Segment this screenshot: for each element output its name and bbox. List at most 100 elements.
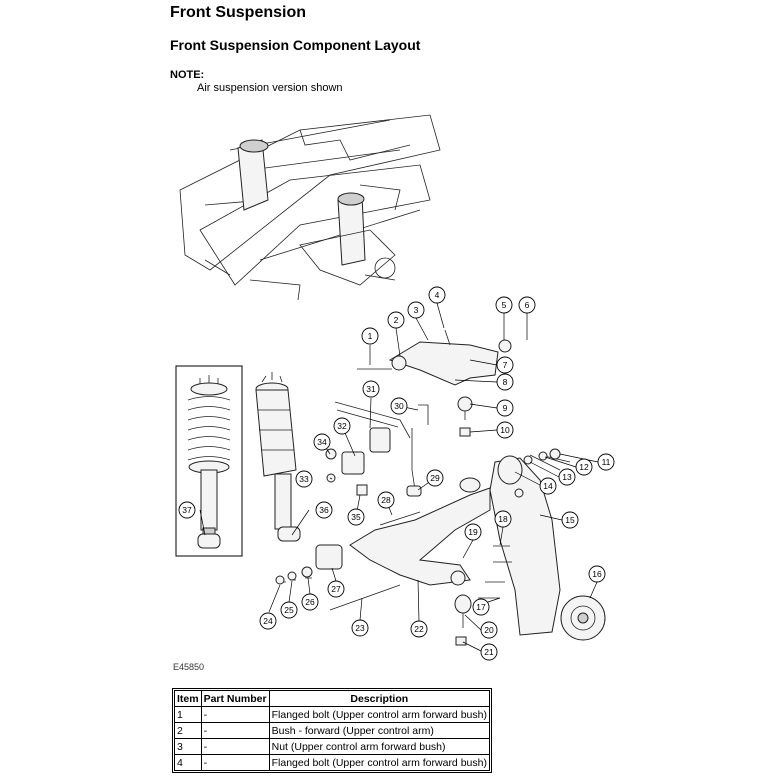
callout-33: 33 xyxy=(295,470,313,488)
callout-13: 13 xyxy=(558,468,576,486)
suspension-diagram: 1 2 3 4 5 6 7 8 9 10 11 12 13 14 15 16 1… xyxy=(175,114,615,661)
svg-text:3: 3 xyxy=(414,305,419,315)
stabilizer-bar-illustration xyxy=(334,401,429,497)
cell-part-number: - xyxy=(200,706,270,723)
cell-description: Nut (Upper control arm forward bush) xyxy=(268,738,491,755)
svg-text:16: 16 xyxy=(592,569,602,579)
svg-text:34: 34 xyxy=(317,437,327,447)
svg-text:9: 9 xyxy=(503,403,508,413)
svg-text:26: 26 xyxy=(305,597,315,607)
svg-text:24: 24 xyxy=(263,616,273,626)
svg-text:18: 18 xyxy=(498,514,508,524)
svg-text:30: 30 xyxy=(394,401,404,411)
svg-text:7: 7 xyxy=(503,360,508,370)
svg-text:36: 36 xyxy=(319,505,329,515)
callout-10: 10 xyxy=(496,421,514,439)
svg-text:28: 28 xyxy=(381,495,391,505)
cell-item: 4 xyxy=(174,754,202,771)
svg-text:10: 10 xyxy=(500,425,510,435)
chassis-overview-illustration xyxy=(179,114,441,301)
svg-text:20: 20 xyxy=(484,625,494,635)
lower-control-arm-illustration xyxy=(275,448,548,646)
svg-text:17: 17 xyxy=(476,602,486,612)
note-label: NOTE: xyxy=(170,69,205,81)
svg-text:23: 23 xyxy=(355,623,365,633)
svg-text:15: 15 xyxy=(565,515,575,525)
svg-text:35: 35 xyxy=(351,512,361,522)
callout-36: 36 xyxy=(315,501,333,519)
coil-strut-frame xyxy=(175,365,243,557)
callout-5: 5 xyxy=(495,296,513,314)
table-row: 4 - Flanged bolt (Upper control arm forw… xyxy=(174,754,491,771)
svg-text:31: 31 xyxy=(366,384,376,394)
cell-item: 3 xyxy=(174,738,202,755)
callout-19: 19 xyxy=(464,523,482,541)
cell-description: Bush - forward (Upper control arm) xyxy=(268,722,491,739)
callout-20: 20 xyxy=(480,621,498,639)
callout-3: 3 xyxy=(407,301,425,319)
callout-16: 16 xyxy=(588,565,606,583)
cell-part-number: - xyxy=(200,722,270,739)
callout-22: 22 xyxy=(410,620,428,638)
table-row: 3 - Nut (Upper control arm forward bush) xyxy=(174,738,491,755)
cell-item: 1 xyxy=(174,706,202,723)
svg-text:27: 27 xyxy=(331,584,341,594)
callout-34: 34 xyxy=(313,433,331,451)
svg-text:21: 21 xyxy=(484,647,494,657)
cell-description: Flanged bolt (Upper control arm forward … xyxy=(268,754,491,771)
page-title: Front Suspension xyxy=(170,4,306,21)
svg-text:22: 22 xyxy=(414,624,424,634)
svg-text:29: 29 xyxy=(430,473,440,483)
callout-9: 9 xyxy=(496,399,514,417)
cell-part-number: - xyxy=(200,738,270,755)
callout-14: 14 xyxy=(539,477,557,495)
table-header-row: Item Part Number Description xyxy=(174,690,491,707)
svg-text:1: 1 xyxy=(368,331,373,341)
callout-11: 11 xyxy=(597,453,615,471)
callout-17: 17 xyxy=(472,598,490,616)
svg-text:14: 14 xyxy=(543,481,553,491)
knuckle-hub-illustration xyxy=(489,448,606,641)
callout-12: 12 xyxy=(575,458,593,476)
callout-4: 4 xyxy=(428,286,446,304)
callout-21: 21 xyxy=(480,643,498,661)
callout-37: 37 xyxy=(178,501,196,519)
parts-table: Item Part Number Description 1 - Flanged… xyxy=(172,688,492,773)
svg-text:5: 5 xyxy=(502,300,507,310)
callout-25: 25 xyxy=(280,601,298,619)
callout-29: 29 xyxy=(426,469,444,487)
cell-part-number: - xyxy=(200,754,270,771)
svg-text:2: 2 xyxy=(394,315,399,325)
table-row: 1 - Flanged bolt (Upper control arm forw… xyxy=(174,706,491,723)
svg-text:19: 19 xyxy=(468,527,478,537)
header-part-number: Part Number xyxy=(200,690,270,707)
callout-30: 30 xyxy=(390,397,408,415)
callout-24: 24 xyxy=(259,612,277,630)
svg-text:12: 12 xyxy=(579,462,589,472)
callout-7: 7 xyxy=(496,356,514,374)
callout-28: 28 xyxy=(377,491,395,509)
svg-text:11: 11 xyxy=(602,457,611,467)
svg-text:8: 8 xyxy=(503,377,508,387)
svg-text:25: 25 xyxy=(284,605,294,615)
coil-strut-illustration xyxy=(175,365,243,557)
callout-31: 31 xyxy=(362,380,380,398)
svg-text:37: 37 xyxy=(182,505,192,515)
callout-6: 6 xyxy=(518,296,536,314)
figure-code: E45850 xyxy=(173,662,205,672)
svg-text:6: 6 xyxy=(525,300,530,310)
header-description: Description xyxy=(268,690,491,707)
upper-control-arm-illustration xyxy=(357,329,512,437)
callout-8: 8 xyxy=(496,373,514,391)
callout-26: 26 xyxy=(301,593,319,611)
svg-text:32: 32 xyxy=(337,421,347,431)
callout-2: 2 xyxy=(387,311,405,329)
svg-text:13: 13 xyxy=(562,472,572,482)
cell-item: 2 xyxy=(174,722,202,739)
callout-15: 15 xyxy=(561,511,579,529)
callout-1: 1 xyxy=(361,327,379,345)
table-row: 2 - Bush - forward (Upper control arm) xyxy=(174,722,491,739)
callout-27: 27 xyxy=(327,580,345,598)
callout-35: 35 xyxy=(347,508,365,526)
callout-23: 23 xyxy=(351,619,369,637)
